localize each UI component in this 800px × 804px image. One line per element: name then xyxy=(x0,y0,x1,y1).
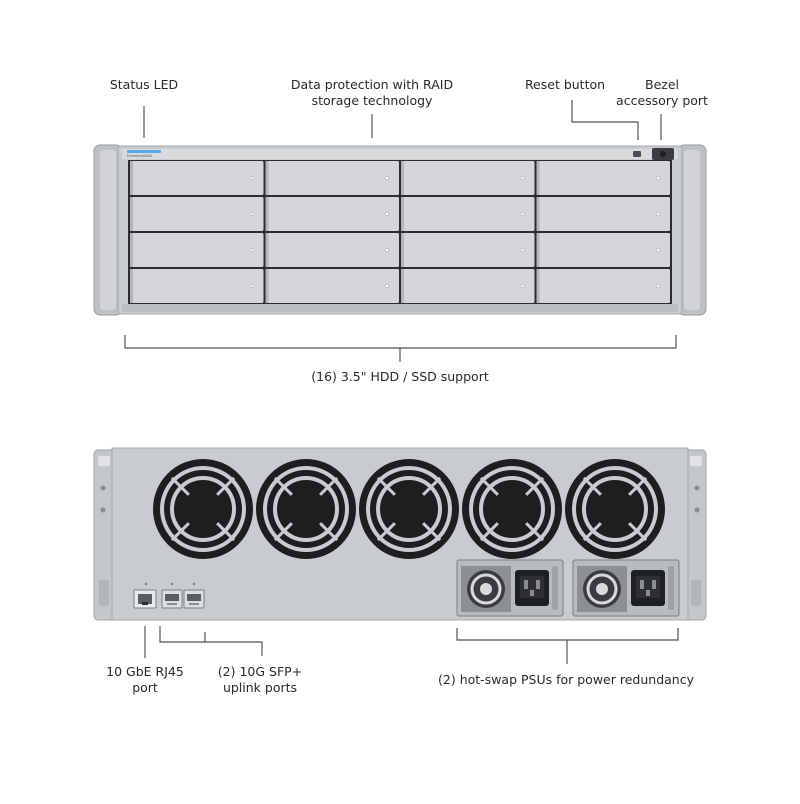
drives-callout: (16) 3.5" HDD / SSD support xyxy=(280,369,520,385)
psu-callout: (2) hot-swap PSUs for power redundancy xyxy=(430,672,702,688)
drive-bay-led xyxy=(385,212,389,216)
raid-callout: Data protection with RAID storage techno… xyxy=(272,77,472,109)
drive-bay[interactable] xyxy=(401,269,535,303)
rj45-label-line1: 10 GbE RJ45 xyxy=(106,664,184,679)
sfp-callout: (2) 10G SFP+ uplink ports xyxy=(205,664,315,696)
status-led-bar xyxy=(127,150,161,153)
drive-bay[interactable] xyxy=(265,197,400,231)
drive-bay-led xyxy=(520,176,525,180)
sfp-port[interactable] xyxy=(161,582,183,609)
drive-bay[interactable] xyxy=(265,161,400,195)
raid-label-line2: storage technology xyxy=(311,93,433,108)
bezel-label-line2: accessory port xyxy=(616,93,708,108)
drive-bay-led xyxy=(656,176,660,180)
drive-bay-grid xyxy=(130,161,670,303)
status-led-callout: Status LED xyxy=(100,77,188,93)
svg-text:EnterpriseNAS: EnterpriseNAS xyxy=(127,154,153,158)
reset-leader xyxy=(571,100,639,140)
drive-bay-led xyxy=(520,284,525,288)
sfp-port[interactable] xyxy=(183,582,205,609)
drive-bay[interactable] xyxy=(265,269,400,303)
rear-callout-lines xyxy=(144,626,679,664)
drives-bracket xyxy=(124,335,677,349)
sfp-bracket xyxy=(159,626,263,656)
rj45-port[interactable] xyxy=(133,582,157,609)
psu-module[interactable] xyxy=(456,559,564,617)
fan-row xyxy=(153,459,665,559)
drive-bay[interactable] xyxy=(536,161,671,195)
fan-grille xyxy=(565,459,665,559)
front-chassis: EnterpriseNAS xyxy=(93,144,707,316)
psu-bracket xyxy=(456,628,679,641)
psu-module[interactable] xyxy=(572,559,680,617)
psu-handle[interactable] xyxy=(668,566,674,610)
sfp-label-line1: (2) 10G SFP+ xyxy=(217,664,303,679)
drive-bay-led xyxy=(656,248,660,252)
front-callout-lines xyxy=(124,100,677,362)
drive-bay-led xyxy=(520,248,525,252)
psu-handle[interactable] xyxy=(552,566,558,610)
reset-callout: Reset button xyxy=(515,77,615,93)
drive-bay-led xyxy=(520,212,525,216)
drive-bay-led xyxy=(656,284,660,288)
fan-grille xyxy=(462,459,562,559)
drive-bay[interactable] xyxy=(401,161,535,195)
bezel-label-line1: Bezel xyxy=(645,77,679,92)
drive-bay-led xyxy=(385,176,389,180)
drive-bay[interactable] xyxy=(265,233,400,267)
reset-button[interactable] xyxy=(633,151,641,157)
drive-bay-led xyxy=(249,284,254,288)
rear-chassis xyxy=(93,447,707,621)
drive-bay-led xyxy=(385,284,389,288)
drive-bay[interactable] xyxy=(401,233,535,267)
sfp-port-group xyxy=(161,582,205,609)
drive-bay[interactable] xyxy=(536,197,671,231)
drive-bay[interactable] xyxy=(130,161,264,195)
fan-grille xyxy=(256,459,356,559)
drive-bay[interactable] xyxy=(130,233,264,267)
drive-bay[interactable] xyxy=(130,269,264,303)
drive-bay-led xyxy=(249,248,254,252)
drive-bay[interactable] xyxy=(536,233,671,267)
drive-bay[interactable] xyxy=(536,269,671,303)
drives-label: (16) 3.5" HDD / SSD support xyxy=(311,369,489,384)
fan-grille xyxy=(153,459,253,559)
bezel-callout: Bezel accessory port xyxy=(612,77,712,109)
drive-bay[interactable] xyxy=(130,197,264,231)
raid-label-line1: Data protection with RAID xyxy=(290,77,454,92)
rj45-label-line2: port xyxy=(132,680,158,695)
drive-bay-led xyxy=(249,176,254,180)
drive-bay-led xyxy=(656,212,660,216)
psu-group xyxy=(456,559,680,617)
reset-label: Reset button xyxy=(524,77,606,92)
fan-grille xyxy=(359,459,459,559)
drive-bay-led xyxy=(249,212,254,216)
drive-bay-led xyxy=(385,248,389,252)
rj45-callout: 10 GbE RJ45 port xyxy=(95,664,195,696)
drive-bay[interactable] xyxy=(401,197,535,231)
sfp-label-line2: uplink ports xyxy=(222,680,298,695)
status-led-label: Status LED xyxy=(109,77,179,92)
psu-label: (2) hot-swap PSUs for power redundancy xyxy=(438,672,694,687)
front-top-strip xyxy=(122,149,678,159)
